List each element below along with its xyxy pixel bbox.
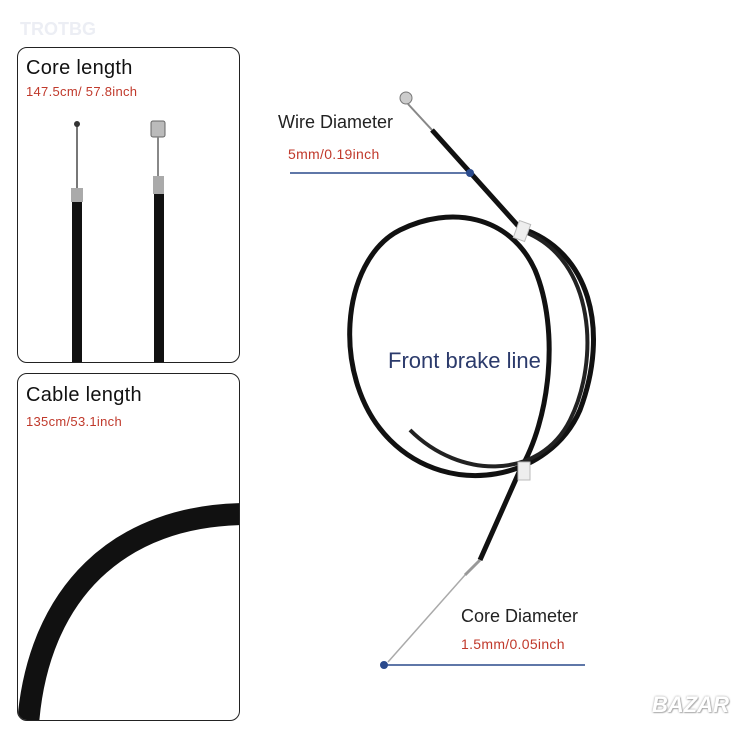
core-diameter-value: 1.5mm/0.05inch: [461, 636, 565, 652]
cable-length-title: Cable length: [26, 384, 142, 406]
wire-diameter-title: Wire Diameter: [278, 112, 394, 132]
brake-cable-illustration: [290, 91, 596, 669]
core-length-title: Core length: [26, 57, 133, 79]
front-brake-line-label: Front brake line: [388, 348, 541, 373]
cable-length-value: 135cm/53.1inch: [26, 414, 122, 429]
cable-closeup-illustration: [18, 503, 239, 720]
cable-ends-illustration: [71, 120, 166, 362]
watermark: TROTBG: [20, 19, 96, 39]
core-length-panel: Core length 147.5cm/ 57.8inch: [17, 47, 240, 363]
wire-diameter-value: 5mm/0.19inch: [288, 146, 380, 162]
core-diameter-title: Core Diameter: [461, 606, 579, 626]
core-length-value: 147.5cm/ 57.8inch: [26, 84, 138, 99]
bazar-logo: BAZAR: [652, 692, 729, 717]
cable-length-panel: Cable length 135cm/53.1inch: [17, 373, 240, 721]
